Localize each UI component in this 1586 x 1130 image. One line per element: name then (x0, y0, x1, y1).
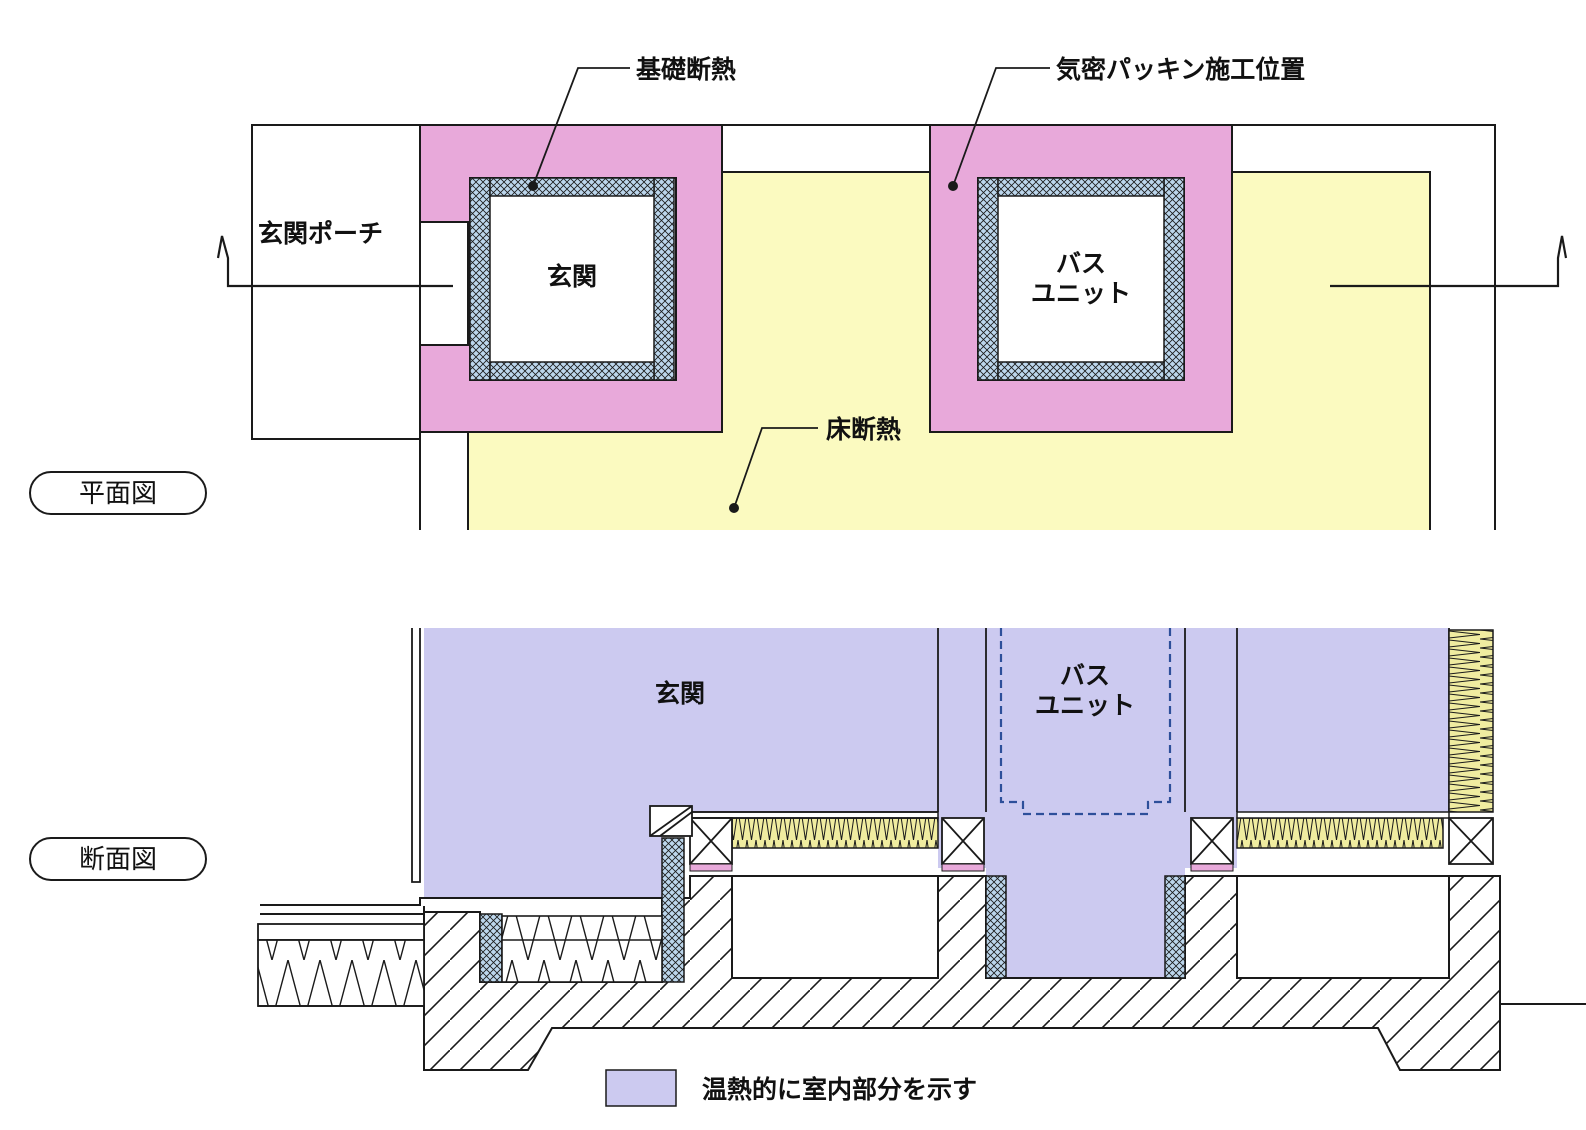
section-view-label: 断面図 (79, 845, 157, 875)
plan-callouts (532, 67, 1050, 509)
indoor-thermal-zone (424, 628, 1449, 978)
callout-dot-icon (528, 181, 538, 191)
bath-insulation-boards (977, 177, 1185, 381)
callout-dot-icon (948, 181, 958, 191)
entrance-floor-surface (260, 897, 662, 915)
callout-airtight-gasket: 気密パッキン施工位置 (1056, 55, 1305, 84)
plan-view: 基礎断熱 気密パッキン施工位置 床断熱 玄関ポーチ 玄関 バス ユニット 平面図 (29, 55, 1568, 530)
plan-outline (251, 124, 1496, 530)
section-bath-label-line1: バス (1060, 661, 1110, 690)
foundation-voids (731, 875, 1450, 979)
plan-bath-label-line2: ユニット (1031, 279, 1131, 308)
callout-floor-insulation: 床断熱 (826, 415, 901, 444)
legend-text: 温熱的に室内部分を示す (702, 1075, 977, 1104)
section-cut-arrow-icon (1330, 235, 1568, 288)
legend-swatch (605, 1069, 677, 1107)
plan-bath-label-line1: バス (1056, 249, 1106, 278)
porch-label: 玄関ポーチ (258, 219, 383, 248)
section-insulation-boards (479, 837, 1186, 983)
callout-dot-icon (729, 503, 739, 513)
exterior-wall-insulation (1448, 629, 1494, 813)
airtight-gaskets (689, 863, 1234, 872)
entrance-insulation-boards (469, 177, 677, 381)
section-view-label-pill (29, 837, 207, 881)
section-cut-line (216, 235, 1568, 288)
porch-slab (257, 923, 425, 1007)
floor-batt-left (731, 817, 939, 849)
entrance-step (649, 805, 938, 837)
legend: 温熱的に室内部分を示す (605, 1069, 977, 1107)
sill-blocks (689, 817, 1494, 865)
callout-foundation-insulation: 基礎断熱 (636, 55, 736, 84)
plan-entrance-label: 玄関 (547, 262, 597, 291)
section-view: 玄関 バス ユニット 断面図 (29, 628, 1586, 1071)
plan-view-label: 平面図 (79, 479, 157, 509)
section-bath-label-line2: ユニット (1035, 691, 1135, 720)
section-cut-arrow-icon (216, 235, 453, 288)
section-entrance-label: 玄関 (655, 679, 705, 708)
floor-batt-right (1236, 817, 1444, 849)
plan-view-label-pill (29, 471, 207, 515)
entrance-slab-fill (501, 915, 663, 983)
